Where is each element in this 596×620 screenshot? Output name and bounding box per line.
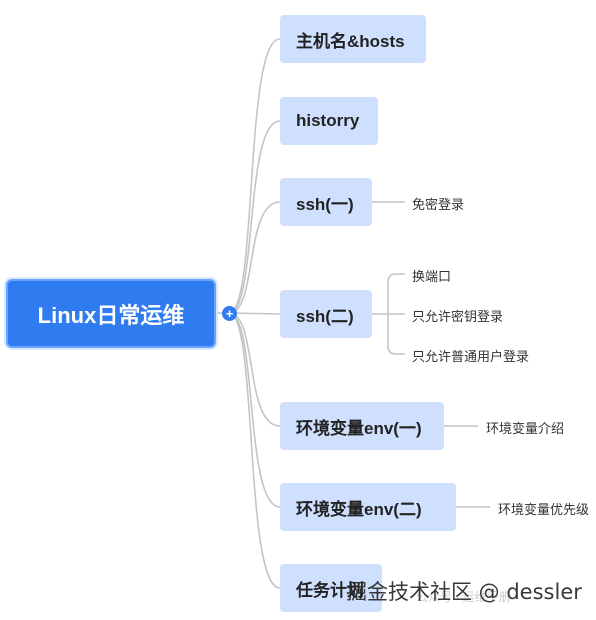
leaf-env-intro[interactable]: 环境变量介绍 — [486, 421, 565, 436]
branch-env-1[interactable]: 环境变量env(一) — [280, 402, 444, 450]
plus-circle-icon[interactable]: + — [222, 306, 237, 321]
branch-env-2[interactable]: 环境变量env(二) — [280, 483, 456, 531]
leaf-key-only-login[interactable]: 只允许密钥登录 — [412, 309, 504, 324]
connector-root-branch-2 — [228, 201, 281, 314]
connector-root-branch-3 — [228, 312, 281, 315]
connector-root-branch-4 — [228, 312, 281, 427]
connector-root-branch-0 — [228, 38, 281, 314]
root-node[interactable]: Linux日常运维 — [6, 279, 216, 348]
connector-ssh2-leaf-bottom — [387, 314, 405, 355]
connector-root-branch-1 — [228, 120, 281, 314]
branch-ssh-1[interactable]: ssh(一) — [280, 178, 372, 226]
connector-root-branch-5 — [228, 312, 281, 508]
branch-ssh-2[interactable]: ssh(二) — [280, 290, 372, 338]
leaf-passwordless-login[interactable]: 免密登录 — [412, 197, 465, 212]
leaf-change-port[interactable]: 换端口 — [412, 269, 452, 284]
connector-ssh2-leaf-top — [387, 273, 405, 314]
watermark-secondary: 公众号 · 运维手册 — [416, 590, 511, 604]
branch-cron[interactable]: 任务计划 — [280, 564, 382, 612]
connector-root-branch-6 — [228, 312, 281, 589]
watermark: 掘金技术社区 @ dessler — [346, 580, 582, 604]
branch-hostname-hosts[interactable]: 主机名&hosts — [280, 15, 426, 63]
branch-history[interactable]: historry — [280, 97, 378, 145]
leaf-normal-user-only-login[interactable]: 只允许普通用户登录 — [412, 349, 530, 364]
leaf-env-priority[interactable]: 环境变量优先级 — [498, 502, 590, 517]
